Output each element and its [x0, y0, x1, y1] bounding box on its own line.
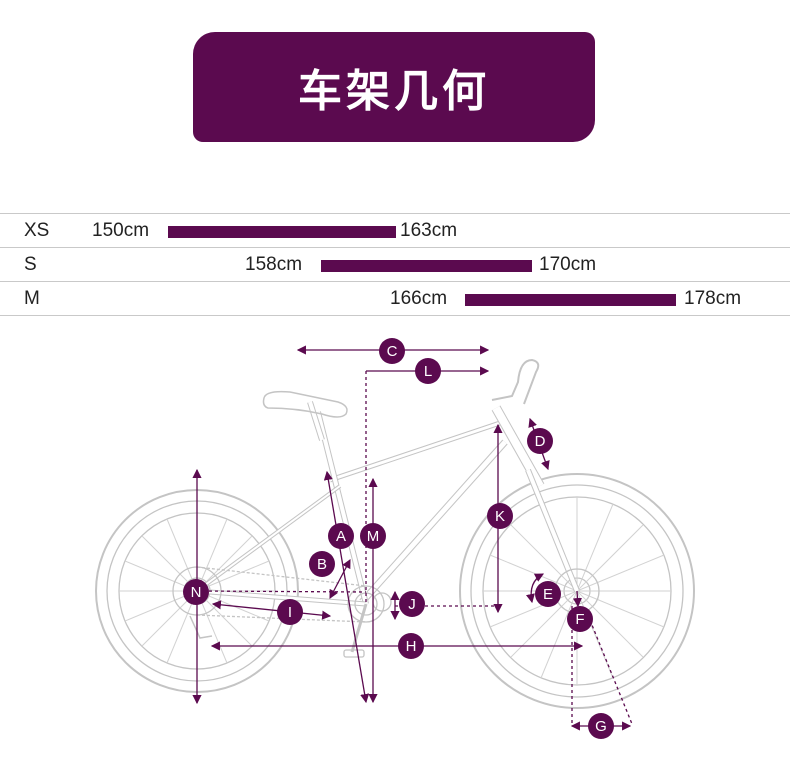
marker-letter: K	[495, 508, 505, 525]
marker-letter: F	[575, 611, 584, 628]
title-banner: 车架几何	[193, 32, 595, 142]
marker-letter: E	[543, 586, 553, 603]
bike-geometry-diagram: C L D K A M B N I J E F	[95, 338, 695, 739]
marker-letter: L	[424, 363, 432, 380]
marker-g: G	[588, 713, 614, 739]
height-max: 163cm	[400, 220, 458, 241]
height-min: 158cm	[245, 254, 303, 275]
page-title: 车架几何	[298, 66, 490, 117]
marker-d: D	[527, 428, 553, 454]
marker-f: F	[567, 606, 593, 632]
marker-h: H	[398, 633, 424, 659]
size-label: XS	[24, 220, 50, 241]
size-label: S	[24, 254, 37, 275]
marker-letter: A	[336, 528, 346, 545]
marker-letter: I	[288, 604, 292, 621]
marker-letter: D	[535, 433, 546, 450]
height-max: 170cm	[539, 254, 597, 275]
height-max: 178cm	[684, 288, 742, 309]
measurement-lines	[192, 345, 633, 731]
marker-b: B	[309, 551, 335, 577]
marker-letter: N	[191, 584, 202, 601]
size-chart: XS 150cm 163cm S 158cm 170cm M 166cm 178…	[0, 213, 790, 316]
marker-k: K	[487, 503, 513, 529]
height-min: 166cm	[390, 288, 448, 309]
marker-letter: G	[595, 718, 607, 735]
size-row-s: S 158cm 170cm	[0, 247, 790, 281]
size-label: M	[24, 288, 40, 309]
marker-i: I	[277, 599, 303, 625]
marker-l: L	[415, 358, 441, 384]
height-range-bar	[321, 260, 532, 272]
marker-letter: M	[367, 528, 380, 545]
marker-n: N	[183, 579, 209, 605]
height-range-bar	[465, 294, 676, 306]
height-range-bar	[168, 226, 396, 238]
marker-c: C	[379, 338, 405, 364]
marker-letter: B	[317, 556, 327, 573]
marker-a: A	[328, 523, 354, 549]
marker-letter: J	[408, 596, 416, 613]
size-row-m: M 166cm 178cm	[0, 281, 790, 316]
height-min: 150cm	[92, 220, 150, 241]
size-row-xs: XS 150cm 163cm	[0, 213, 790, 247]
marker-e: E	[535, 581, 561, 607]
marker-letter: C	[387, 343, 398, 360]
marker-m: M	[360, 523, 386, 549]
marker-letter: H	[406, 638, 417, 655]
marker-j: J	[399, 591, 425, 617]
